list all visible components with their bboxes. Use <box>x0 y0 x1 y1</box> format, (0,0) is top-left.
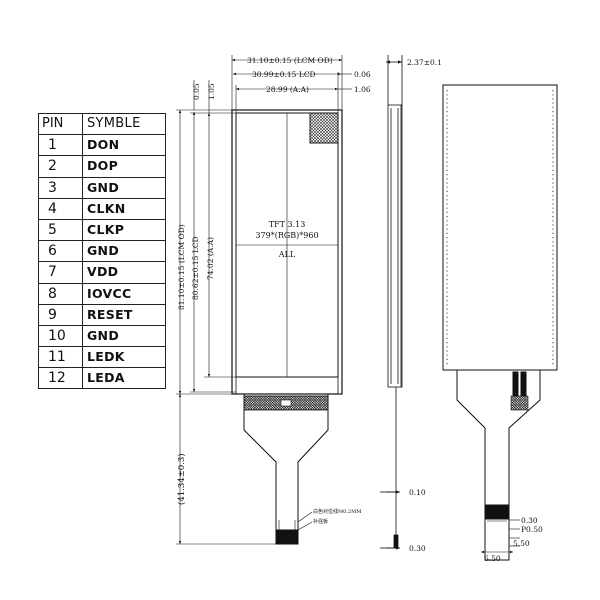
lcd-view: ALL <box>278 250 296 259</box>
width-aa-label: 28.99 (A.A) <box>266 85 309 94</box>
width-lcm-od-label: 31.10±0.15 (LCM OD) <box>247 56 333 65</box>
side-stiffener <box>393 534 399 549</box>
side-dimension-labels: 2.37±0.1 0.10 0.30 <box>407 58 442 553</box>
pad-span-label: 5.50 <box>513 539 530 548</box>
alignment-line-note: 白色对位线M0.2MM <box>313 508 361 515</box>
back-view <box>442 84 558 561</box>
pin-signal: VDD <box>82 261 166 284</box>
side-view <box>380 55 403 550</box>
width-lcd-label: 30.99±0.15 LCD <box>252 70 316 79</box>
fpc-thickness-label: 0.10 <box>409 488 426 497</box>
left-offset-2-label: 1.05 <box>207 83 216 100</box>
corner-marker <box>309 112 339 144</box>
stiffener-note: 补强板 <box>313 518 328 525</box>
thickness-label: 2.37±0.1 <box>407 58 442 67</box>
back-connector <box>484 504 510 520</box>
top-offset-2-label: 1.06 <box>354 85 371 94</box>
height-lcm-od-label: 81.10±0.15 (LCM OD) <box>177 224 186 310</box>
front-view <box>231 109 343 545</box>
lcd-model: TFT 3.13 <box>269 220 306 229</box>
pin-signal: LEDA <box>82 367 166 390</box>
back-panel <box>442 84 558 371</box>
top-offset-1-label: 0.06 <box>354 70 371 79</box>
pin-signal: CLKP <box>82 218 166 242</box>
lcd-label: TFT 3.13 379*(RGB)*960 ALL <box>255 220 318 259</box>
pin-signal: CLKN <box>82 197 166 220</box>
fpc-stiffener <box>275 529 299 545</box>
back-fpc-outline <box>456 370 541 561</box>
driver-ic-area <box>235 376 339 395</box>
height-aa-label: 74.02 (A.A) <box>206 237 215 280</box>
front-dimensions <box>176 55 352 545</box>
stiffener-thickness-label: 0.30 <box>409 544 426 553</box>
front-dimension-labels: 31.10±0.15 (LCM OD) 30.99±0.15 LCD 28.99… <box>176 56 371 525</box>
pitch-width-label: 0.30 <box>521 516 538 525</box>
pin-signal: IOVCC <box>82 282 166 305</box>
side-panel <box>387 104 403 388</box>
pitch-label: P0.50 <box>521 525 543 534</box>
back-dimension-labels: 0.30 P0.50 5.50 6.50 <box>484 516 543 563</box>
pin-signal: RESET <box>82 303 166 326</box>
lcd-resolution: 379*(RGB)*960 <box>255 231 318 240</box>
height-lcd-label: 80.62±0.15 LCD <box>191 236 200 300</box>
fpc-length-label: (41.34±0.3) <box>176 453 187 505</box>
connector-width-label: 6.50 <box>484 554 501 563</box>
pin-number: 11 <box>38 346 83 369</box>
left-offset-1-label: 0.05 <box>192 83 201 100</box>
